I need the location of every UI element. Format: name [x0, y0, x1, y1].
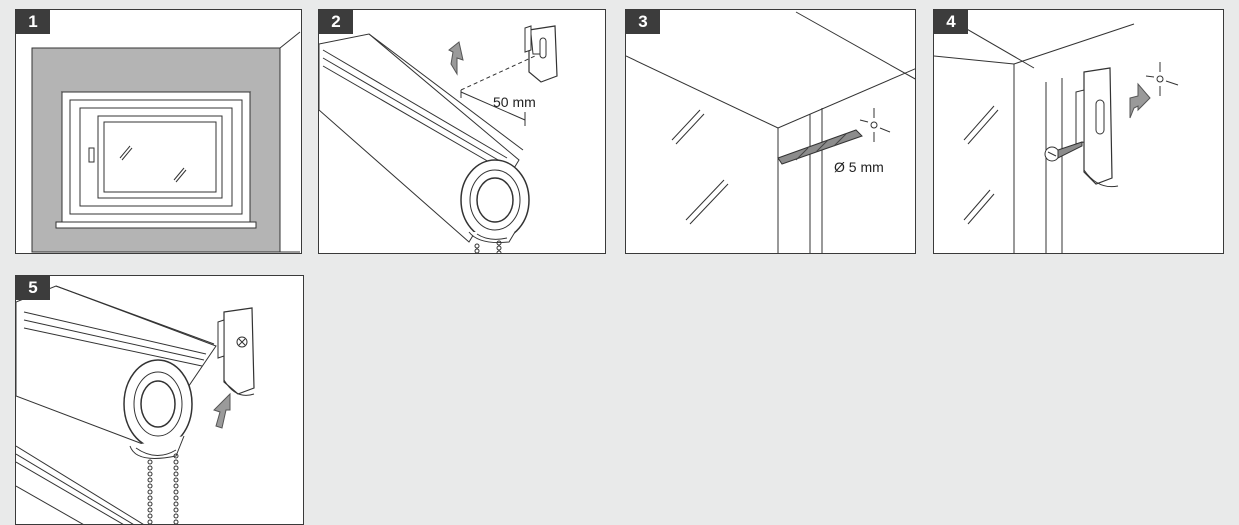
step-number-badge: 4 [934, 10, 968, 34]
step-number-badge: 1 [16, 10, 50, 34]
step-1-panel: 1 [15, 9, 302, 254]
step-number-badge: 3 [626, 10, 660, 34]
step-5-panel: 5 [15, 275, 304, 525]
step-2-panel: 2 50 mm [318, 9, 606, 254]
distance-dimension-label: 50 mm [493, 94, 536, 110]
clip-blind-illustration [16, 285, 255, 524]
window-recess-illustration [31, 31, 301, 253]
drill-diameter-label: Ø 5 mm [834, 159, 884, 175]
step-number-badge: 5 [16, 276, 50, 300]
step-4-panel: 4 [933, 9, 1224, 254]
bracket-screw-illustration [934, 10, 1179, 253]
drilling-illustration [626, 11, 915, 253]
step-number-badge: 2 [319, 10, 353, 34]
bracket-distance-illustration [319, 25, 558, 253]
step-3-panel: 3 Ø 5 mm [625, 9, 916, 254]
